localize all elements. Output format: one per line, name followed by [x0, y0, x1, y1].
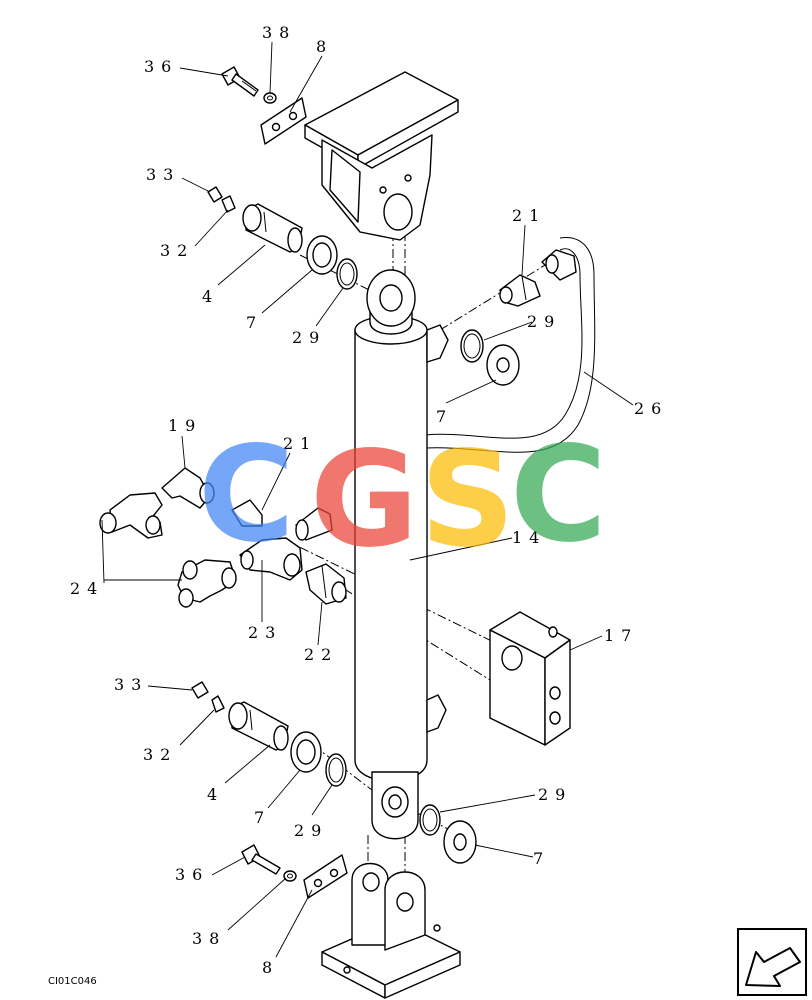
bolt-36-bottom — [241, 844, 281, 875]
oring-29-right — [460, 329, 484, 363]
callout-7-bottom-right: 7 — [533, 849, 550, 868]
callout-7-right: 7 — [436, 407, 453, 426]
pin-4-top — [242, 203, 303, 253]
callout-22: 22 — [304, 645, 338, 664]
callout-17: 17 — [604, 626, 638, 645]
callout-33-bottom: 33 — [114, 675, 148, 694]
watermark-letter-g: G — [310, 423, 418, 577]
fitting-21-left — [231, 499, 333, 541]
callout-36-top-38: 38 — [262, 23, 296, 42]
tee-23 — [239, 537, 303, 581]
callout-labels: 38 8 36 33 32 4 7 29 21 29 7 26 19 21 14… — [70, 23, 668, 977]
callout-19: 19 — [168, 416, 202, 435]
oring-29-bottom-left — [325, 753, 347, 787]
plate-8-top — [260, 97, 307, 145]
tee-24-lower — [177, 559, 237, 608]
top-mount-bracket — [304, 71, 459, 241]
drawing-code: CI01C046 — [48, 976, 97, 987]
callout-21-left: 21 — [283, 434, 317, 453]
oring-29-top — [336, 258, 358, 290]
watermark-letter-c2: C — [510, 418, 607, 572]
callout-29-bottom-right: 29 — [538, 785, 572, 804]
washer-38-bottom — [283, 870, 297, 882]
callout-23: 23 — [248, 623, 282, 642]
callout-36-bottom: 36 — [175, 865, 209, 884]
callout-38-bottom: 38 — [192, 929, 226, 948]
callout-21-right: 21 — [512, 206, 546, 225]
callout-29-bottom-left: 29 — [294, 821, 328, 840]
watermark-letter-s: S — [420, 423, 515, 577]
bolt-36-top — [221, 66, 259, 97]
plate-8-bottom — [303, 854, 348, 899]
washer-38-top — [263, 92, 277, 104]
watermark-logo: C G S C — [198, 418, 607, 577]
fitting-21-right — [499, 274, 541, 307]
washer-7-top — [306, 235, 338, 275]
leader-lines — [101, 41, 634, 958]
callout-32-bottom: 32 — [143, 745, 177, 764]
callout-32-top: 32 — [160, 241, 194, 260]
washer-7-right — [486, 344, 520, 386]
arrow-nav-icon[interactable] — [737, 928, 807, 996]
callout-7-bottom: 7 — [254, 808, 271, 827]
elbow-19 — [161, 467, 215, 509]
callout-29-top: 29 — [292, 328, 326, 347]
connector-22 — [305, 563, 347, 605]
callout-36-top: 36 — [144, 57, 178, 76]
callout-4-bottom: 4 — [207, 785, 224, 804]
callout-24: 24 — [70, 579, 104, 598]
callout-4-top: 4 — [202, 287, 219, 306]
grease-fitting-33-bottom — [191, 681, 225, 713]
callout-8-bottom: 8 — [262, 958, 279, 977]
pin-4-bottom — [228, 701, 289, 751]
washer-7-bottom-right — [443, 820, 477, 864]
cylinder-14 — [354, 269, 449, 840]
washer-7-bottom — [290, 731, 322, 773]
callout-29-right: 29 — [527, 312, 561, 331]
callout-26: 26 — [634, 399, 668, 418]
callout-8-top: 8 — [316, 37, 333, 56]
callout-33-top: 33 — [146, 165, 180, 184]
callout-7-top: 7 — [246, 313, 263, 332]
tube-26 — [424, 236, 596, 453]
callout-14: 14 — [512, 528, 546, 547]
oring-29-bottom-right — [419, 804, 441, 836]
tee-24-upper — [99, 492, 163, 539]
bottom-mount-bracket — [321, 863, 461, 999]
grease-fitting-33-top — [207, 186, 236, 213]
valve-block-17 — [489, 611, 571, 746]
watermark-letter-c1: C — [198, 418, 295, 572]
